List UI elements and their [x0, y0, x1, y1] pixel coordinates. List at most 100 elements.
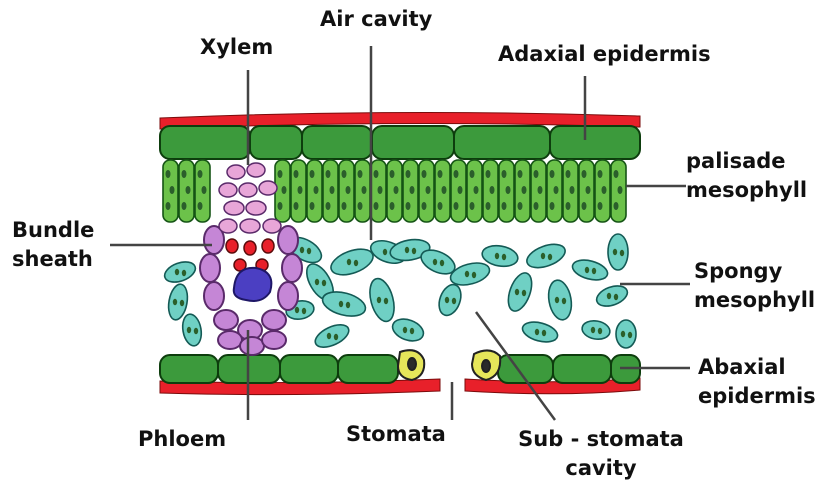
spongy-cell [504, 270, 536, 314]
chloroplast [410, 186, 415, 194]
label-stomata: Stomata [346, 420, 446, 449]
chloroplast [486, 170, 491, 178]
chloroplast [518, 202, 523, 210]
chloroplast [346, 186, 351, 194]
label-phloem: Phloem [138, 425, 226, 454]
chloroplast [330, 186, 335, 194]
chloroplast [384, 298, 388, 304]
label-palisade-mesophyll: palisade mesophyll [686, 147, 807, 206]
chloroplast [607, 293, 611, 299]
chloroplast [555, 297, 559, 303]
chloroplast [378, 186, 383, 194]
chloroplast [548, 254, 552, 260]
xylem-vessels [226, 239, 274, 271]
spongy-cell [616, 320, 636, 348]
chloroplast [334, 334, 338, 340]
chloroplast [403, 327, 407, 333]
chloroplast [502, 202, 507, 210]
chloroplast [180, 300, 184, 306]
chloroplast [346, 302, 350, 308]
chloroplast [585, 267, 589, 273]
spongy-cell [581, 319, 612, 342]
chloroplast [327, 333, 331, 339]
chloroplast [566, 170, 571, 178]
chloroplast [278, 170, 283, 178]
chloroplast [362, 186, 367, 194]
chloroplast [198, 170, 203, 178]
chloroplast [433, 259, 437, 265]
guard-cells [398, 350, 500, 380]
chloroplast [472, 272, 476, 278]
chloroplast [422, 170, 427, 178]
chloroplast [390, 202, 395, 210]
label-abaxial-line1: Abaxial [698, 355, 786, 379]
chloroplast [614, 294, 618, 300]
chloroplast [383, 249, 387, 255]
chloroplast [374, 170, 379, 178]
chloroplast [326, 202, 331, 210]
chloroplast [550, 170, 555, 178]
chloroplast [598, 202, 603, 210]
spongy-cell [570, 257, 609, 284]
xylem-cells [219, 163, 281, 233]
chloroplast [602, 186, 607, 194]
chloroplast [620, 250, 624, 256]
label-bundle-sheath: Bundle sheath [12, 216, 94, 275]
spongy-cell [366, 276, 399, 324]
label-bundle-line2: sheath [12, 247, 93, 271]
chloroplast [405, 247, 409, 253]
chloroplast [522, 290, 526, 296]
chloroplast [440, 260, 444, 266]
spongy-cell [162, 258, 198, 286]
label-adaxial-epidermis: Adaxial epidermis [498, 40, 711, 69]
chloroplast [598, 328, 602, 334]
chloroplast [592, 268, 596, 274]
chloroplast [535, 329, 539, 335]
chloroplast [598, 170, 603, 178]
spongy-cell [328, 244, 377, 280]
chloroplast [502, 254, 506, 260]
label-abaxial-line2: epidermis [698, 384, 816, 408]
chloroplast [486, 202, 491, 210]
chloroplast [618, 186, 623, 194]
chloroplast [310, 170, 315, 178]
chloroplast [534, 202, 539, 210]
spongy-cell [524, 240, 568, 272]
chloroplast [182, 270, 186, 276]
chloroplast [182, 202, 187, 210]
chloroplast [613, 249, 617, 255]
chloroplast [302, 308, 306, 314]
chloroplast [438, 170, 443, 178]
chloroplast [347, 259, 351, 265]
chloroplast [294, 170, 299, 178]
chloroplast [315, 279, 319, 285]
chloroplast [628, 332, 632, 338]
phloem-mass [234, 268, 272, 301]
chloroplast [621, 331, 625, 337]
chloroplast [377, 297, 381, 303]
label-sub-stomata-cavity: Sub - stomata cavity [506, 425, 696, 484]
chloroplast [173, 299, 177, 305]
chloroplast [186, 186, 191, 194]
spongy-cell [312, 320, 352, 352]
chloroplast [538, 186, 543, 194]
chloroplast [198, 202, 203, 210]
chloroplast [339, 301, 343, 307]
chloroplast [591, 327, 595, 333]
chloroplast [358, 202, 363, 210]
chloroplast [390, 170, 395, 178]
chloroplast [187, 327, 191, 333]
chloroplast [298, 186, 303, 194]
chloroplast [282, 186, 287, 194]
spongy-cell [520, 319, 559, 346]
chloroplast [541, 253, 545, 259]
adaxial-epidermis [160, 126, 640, 159]
label-sub-line1: Sub - stomata [518, 427, 684, 451]
chloroplast [426, 186, 431, 194]
chloroplast [582, 170, 587, 178]
chloroplast [166, 202, 171, 210]
chloroplast [495, 253, 499, 259]
chloroplast [202, 186, 207, 194]
chloroplast [194, 328, 198, 334]
chloroplast [175, 269, 179, 275]
